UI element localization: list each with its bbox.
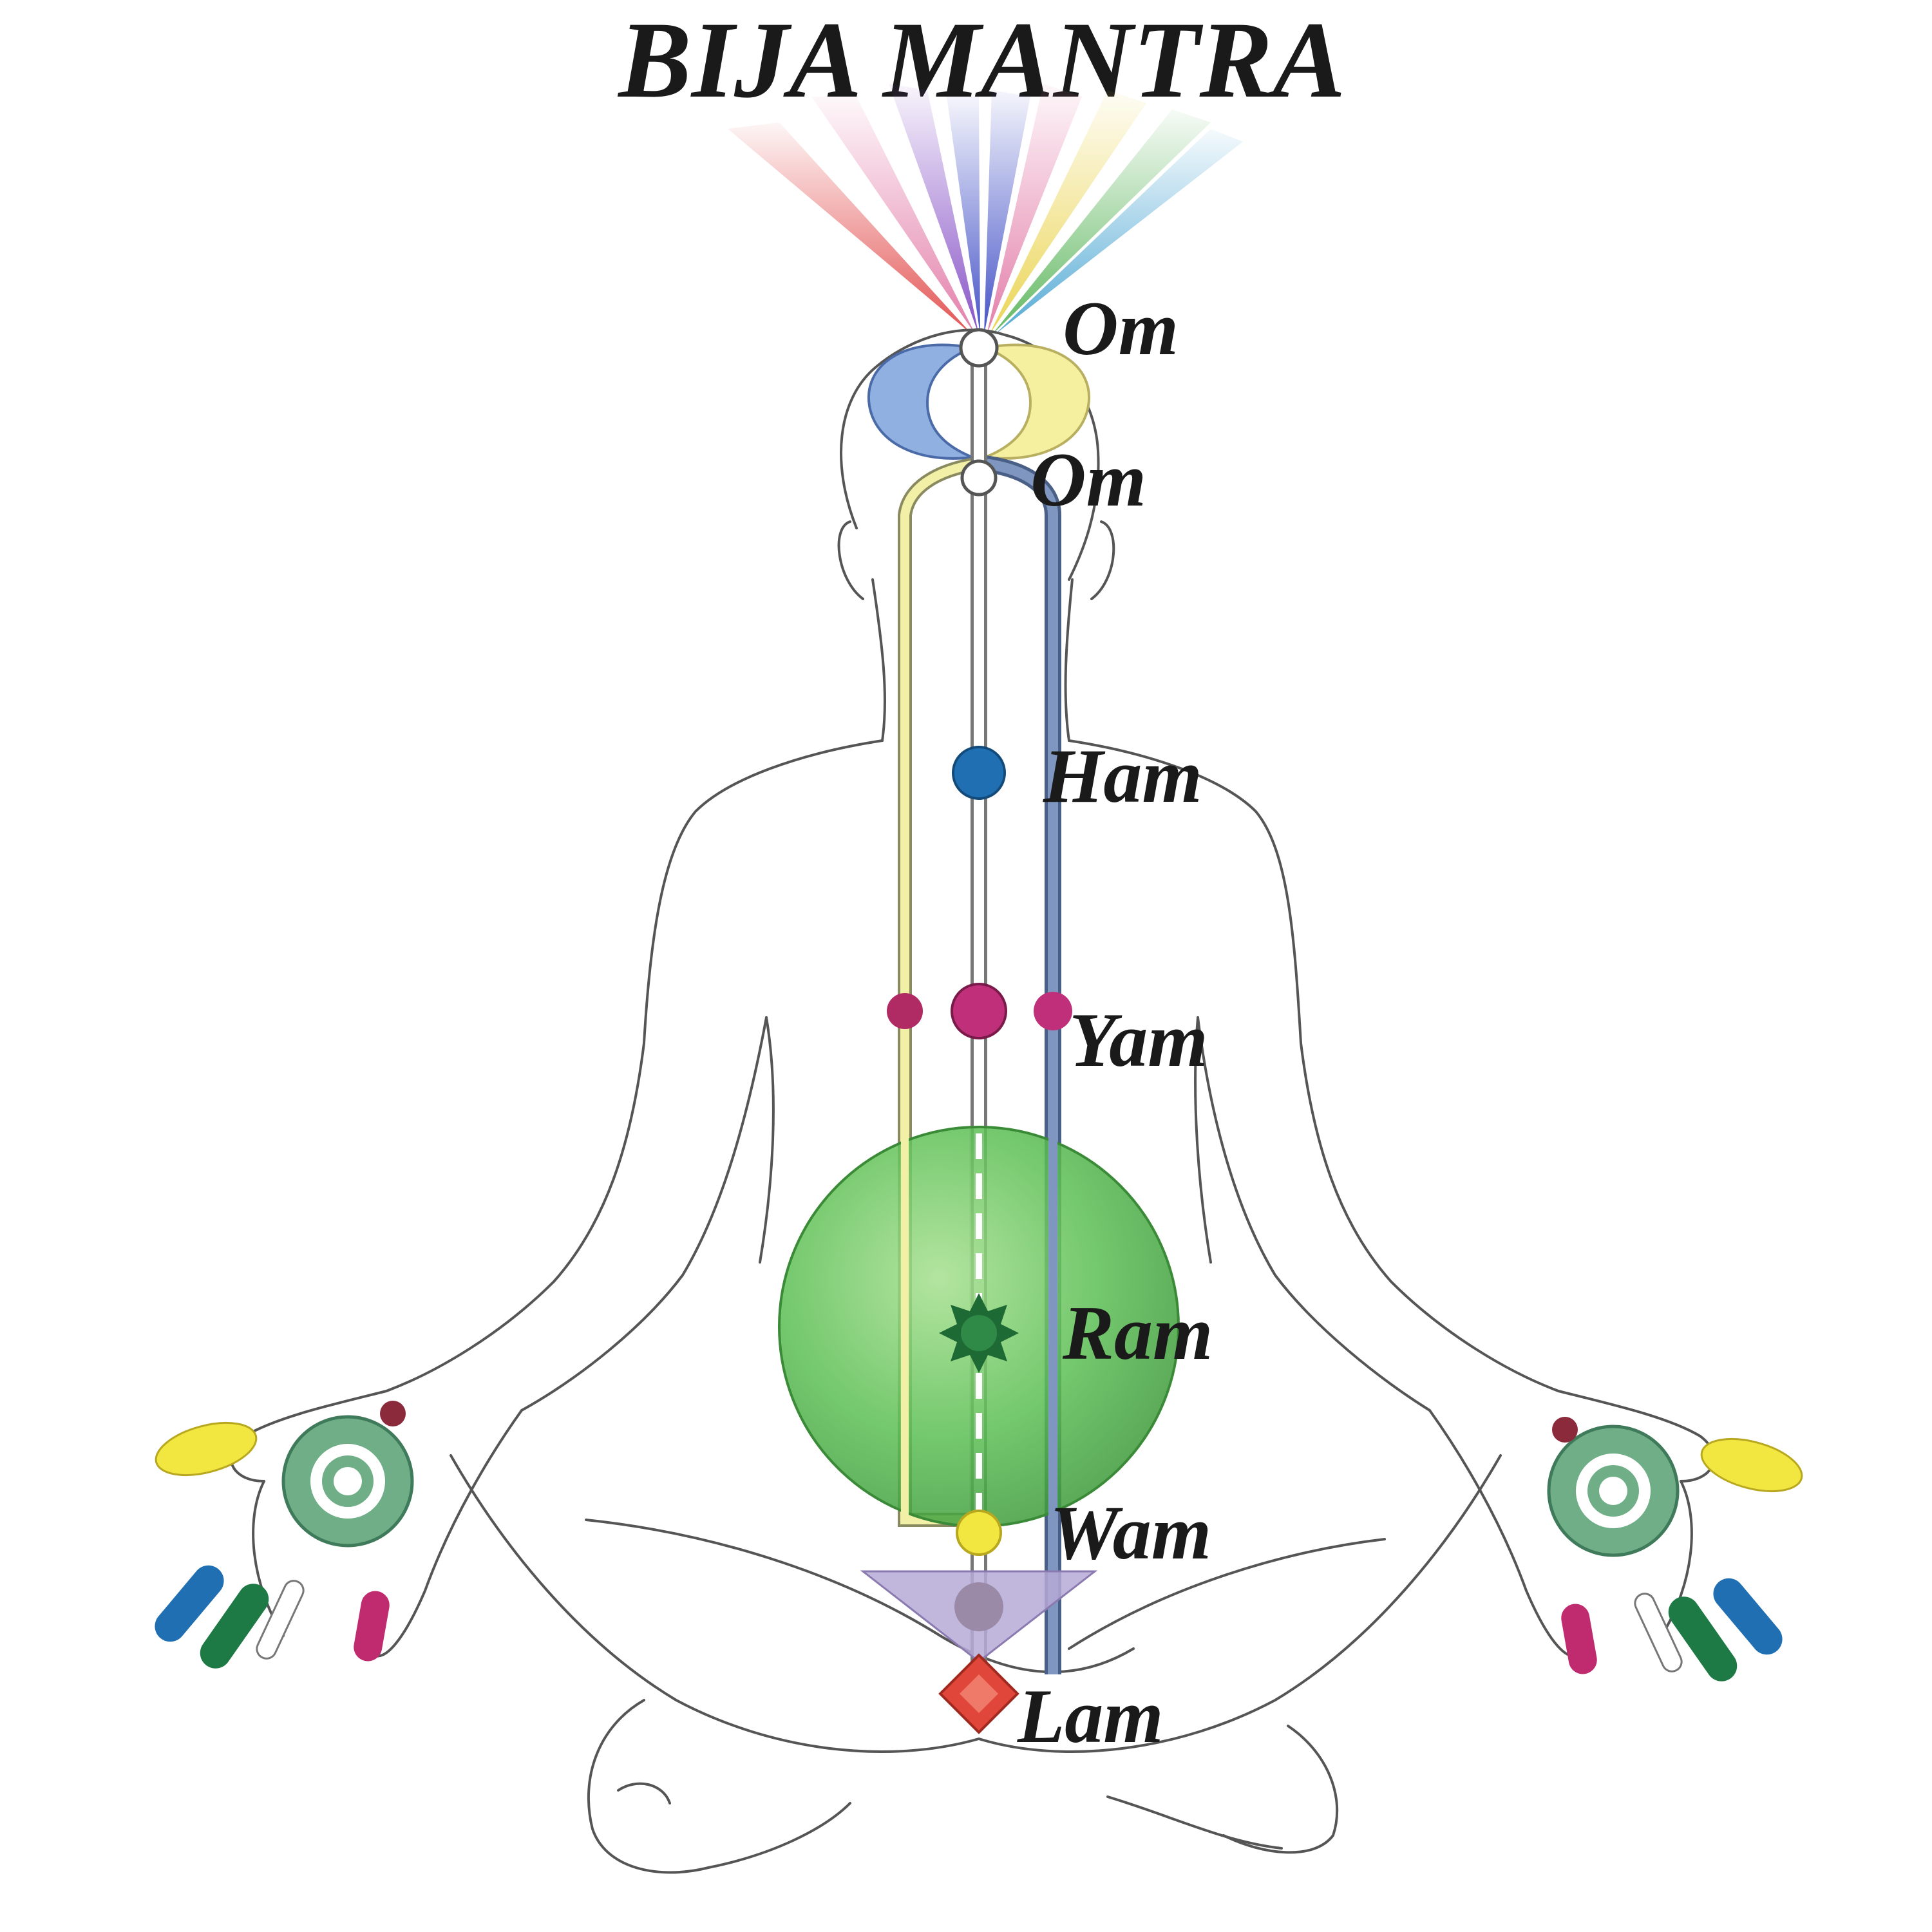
seated-figure-outline [229, 328, 1716, 1874]
label-root: Lam [1017, 1673, 1164, 1759]
label-sacral: Wam [1050, 1490, 1211, 1575]
third-eye-node [960, 459, 998, 497]
sacral-chakra [956, 1510, 1002, 1556]
star-icon [939, 1293, 1019, 1373]
crown-node [959, 328, 999, 368]
label-throat: Ham [1043, 733, 1202, 819]
moon-crescents [867, 343, 1091, 460]
label-heart: Yam [1069, 997, 1208, 1083]
sacral-dot [954, 1582, 1003, 1631]
label-crown: Om [1063, 285, 1179, 371]
right-hand-chakras [1547, 1417, 1803, 1681]
rainbow-rays-icon [728, 84, 1243, 335]
left-hand-chakras [155, 1401, 414, 1669]
label-third-eye: Om [1030, 437, 1146, 522]
label-solar-plexus: Ram [1062, 1290, 1213, 1376]
diamond-icon [938, 1653, 1019, 1734]
diagram-title: BIJA MANTRA [618, 0, 1346, 120]
heart-chakra [887, 983, 1072, 1039]
throat-chakra [952, 746, 1006, 800]
